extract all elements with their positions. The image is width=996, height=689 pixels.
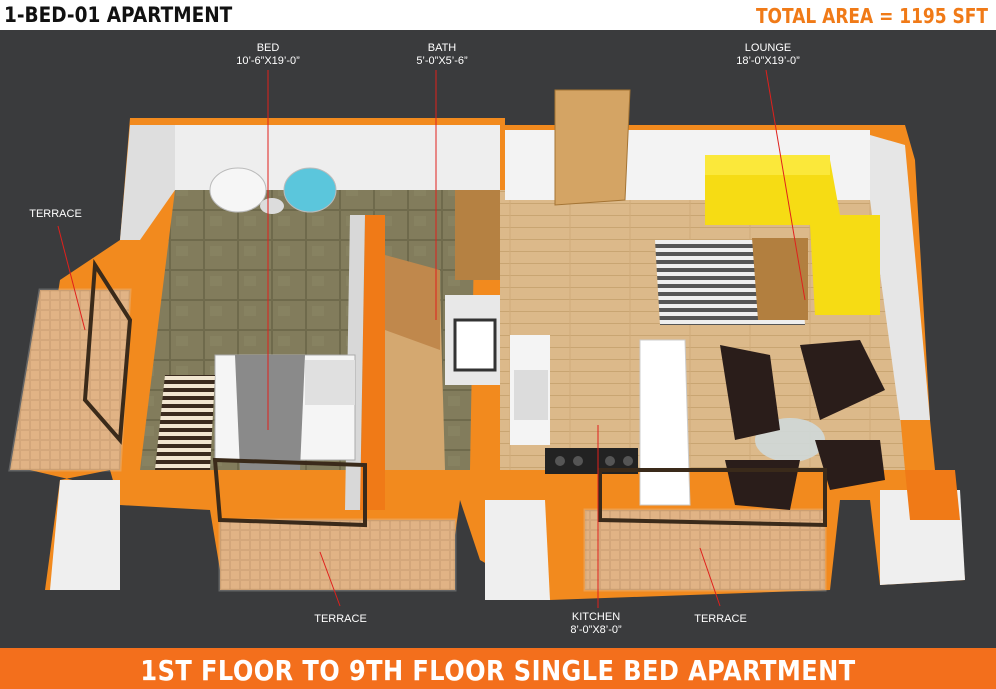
lounge-room-label: LOUNGE 18’-0”X19’-0” <box>718 42 818 68</box>
lounge-room-name: LOUNGE <box>744 42 792 54</box>
kitchen-room-name: KITCHEN <box>571 611 621 623</box>
footer-banner: 1ST FLOOR TO 9TH FLOOR SINGLE BED APARTM… <box>0 648 996 689</box>
terrace-left-label: TERRACE <box>18 208 93 221</box>
bath-room-dimensions: 5’-0”X5’-6” <box>416 55 468 67</box>
lounge-room-dimensions: 18’-0”X19’-0” <box>736 55 800 67</box>
terrace-bottom-left-name: TERRACE <box>314 613 367 625</box>
bath-room-label: BATH 5’-0”X5’-6” <box>402 42 482 68</box>
bath-room-name: BATH <box>427 42 457 54</box>
terrace-bottom-right-label: TERRACE <box>683 613 758 626</box>
total-area-label: TOTAL AREA = 1195 SFT <box>755 4 988 28</box>
kitchen-room-dimensions: 8’-0”X8’-0” <box>570 624 622 636</box>
bed-room-name: BED <box>256 42 280 54</box>
floor-plan-render <box>8 69 965 608</box>
kitchen-room-label: KITCHEN 8’-0”X8’-0” <box>556 611 636 637</box>
apartment-title: 1-BED-01 APARTMENT <box>4 3 233 27</box>
bed-room-label: BED 10’-6”X19’-0” <box>228 42 308 68</box>
header-bar: 1-BED-01 APARTMENT TOTAL AREA = 1195 SFT <box>0 0 996 30</box>
footer-caption: 1ST FLOOR TO 9TH FLOOR SINGLE BED APARTM… <box>140 654 856 687</box>
terrace-bottom-left-label: TERRACE <box>303 613 378 626</box>
terrace-bottom-right-name: TERRACE <box>694 613 747 625</box>
bed-room-dimensions: 10’-6”X19’-0” <box>236 55 300 67</box>
terrace-left-name: TERRACE <box>29 208 82 220</box>
